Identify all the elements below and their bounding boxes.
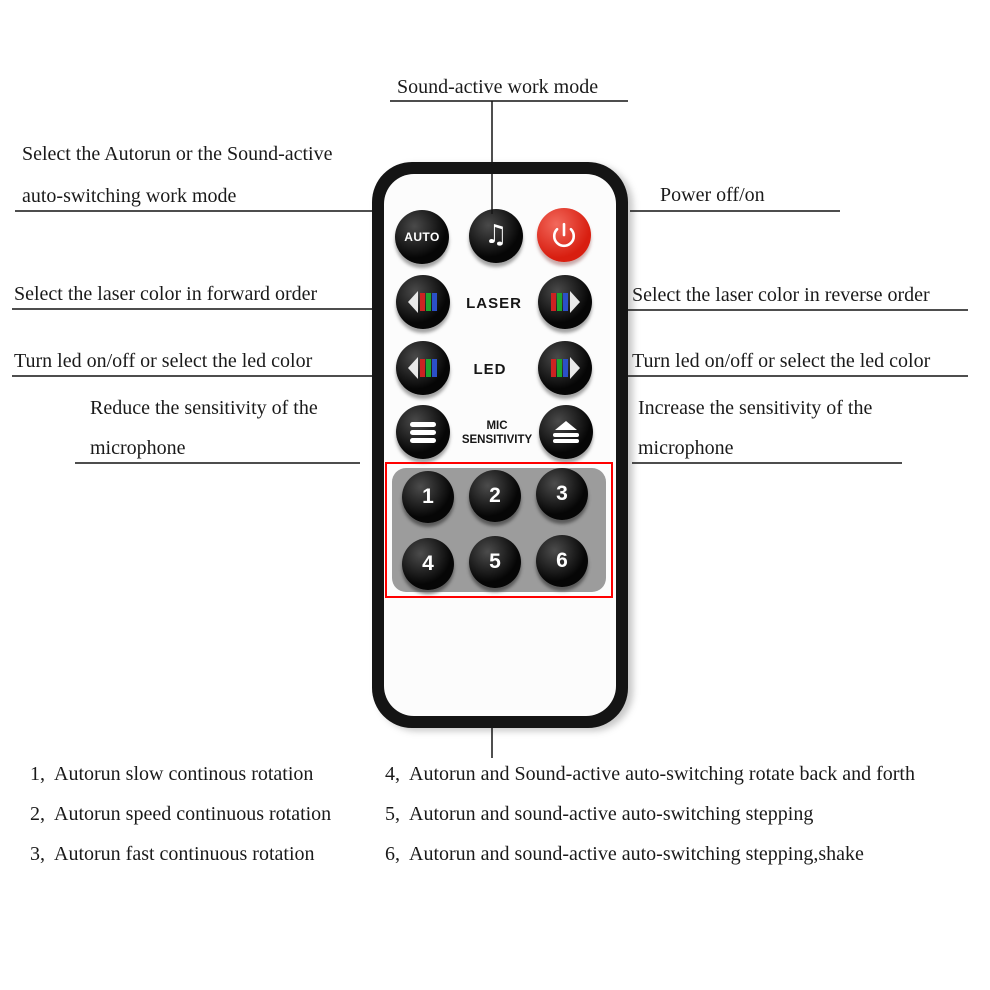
bars-decrease-icon xyxy=(410,422,436,443)
legend-text: Autorun slow continous rotation xyxy=(54,763,314,785)
rgb-back-arrow-icon xyxy=(408,357,437,379)
laser-color-forward-button[interactable] xyxy=(396,275,450,329)
eject-increase-icon xyxy=(553,421,579,443)
sound-active-button[interactable]: ♫ xyxy=(469,209,523,263)
number-button-6[interactable]: 6 xyxy=(536,535,588,587)
rgb-forward-arrow-icon xyxy=(551,291,580,313)
legend-num: 4, xyxy=(385,763,400,785)
remote-control-body: AUTO ♫ LASER xyxy=(372,162,628,728)
legend-item-4: 4, Autorun and Sound-active auto-switchin… xyxy=(385,763,915,786)
led-color-right-button[interactable] xyxy=(538,341,592,395)
laser-label: LASER xyxy=(466,295,522,312)
number-pad-highlight xyxy=(385,462,613,598)
number-button-5[interactable]: 5 xyxy=(469,536,521,588)
callout-sound-active-work-mode: Sound-active work mode xyxy=(397,76,599,98)
callout-laser-reverse: Select the laser color in reverse order xyxy=(632,284,930,306)
number-button-3[interactable]: 3 xyxy=(536,468,588,520)
legend-text: Autorun and sound-active auto-switching … xyxy=(409,843,864,865)
led-color-left-button[interactable] xyxy=(396,341,450,395)
legend-num: 3, xyxy=(30,843,45,865)
mic-sensitivity-up-button[interactable] xyxy=(539,405,593,459)
number-button-2[interactable]: 2 xyxy=(469,470,521,522)
rgb-forward-arrow-icon xyxy=(551,357,580,379)
legend-num: 2, xyxy=(30,803,45,825)
callout-led-left: Turn led on/off or select the led color xyxy=(14,350,313,372)
mic-sensitivity-down-button[interactable] xyxy=(396,405,450,459)
number-button-1[interactable]: 1 xyxy=(402,471,454,523)
rgb-back-arrow-icon xyxy=(408,291,437,313)
callout-power: Power off/on xyxy=(660,184,765,206)
callout-mode-select-line2: auto-switching work mode xyxy=(22,185,237,207)
power-icon xyxy=(552,222,576,248)
legend-item-3: 3, Autorun fast continuous rotation xyxy=(30,843,315,866)
mic-sensitivity-label: MIC SENSITIVITY xyxy=(451,419,543,448)
mic-label-line1: MIC xyxy=(486,420,508,432)
mic-label-line2: SENSITIVITY xyxy=(461,434,533,447)
auto-button[interactable]: AUTO xyxy=(395,210,449,264)
number-button-4[interactable]: 4 xyxy=(402,538,454,590)
callout-mode-select-line1: Select the Autorun or the Sound-active xyxy=(22,143,333,165)
legend-text: Autorun and Sound-active auto-switching … xyxy=(409,763,915,785)
led-label: LED xyxy=(473,361,507,378)
callout-mic-increase-line1: Increase the sensitivity of the xyxy=(638,397,873,419)
legend-num: 5, xyxy=(385,803,400,825)
legend-item-1: 1, Autorun slow continous rotation xyxy=(30,763,313,786)
music-note-icon: ♫ xyxy=(484,219,508,250)
callout-mic-reduce-line2: microphone xyxy=(90,437,186,459)
legend-text: Autorun speed continuous rotation xyxy=(54,803,332,825)
power-button[interactable] xyxy=(537,208,591,262)
callout-mic-reduce-line1: Reduce the sensitivity of the xyxy=(90,397,318,419)
legend-text: Autorun and sound-active auto-switching … xyxy=(409,803,814,825)
auto-button-label: AUTO xyxy=(404,230,440,244)
legend-text: Autorun fast continuous rotation xyxy=(54,843,315,865)
callout-led-right: Turn led on/off or select the led color xyxy=(632,350,931,372)
laser-color-reverse-button[interactable] xyxy=(538,275,592,329)
callout-mic-increase-line2: microphone xyxy=(638,437,734,459)
legend-item-6: 6, Autorun and sound-active auto-switchin… xyxy=(385,843,864,866)
legend-item-2: 2, Autorun speed continuous rotation xyxy=(30,803,331,826)
callout-laser-forward: Select the laser color in forward order xyxy=(14,283,318,305)
legend-num: 1, xyxy=(30,763,45,785)
legend-item-5: 5, Autorun and sound-active auto-switchin… xyxy=(385,803,813,826)
legend-num: 6, xyxy=(385,843,400,865)
